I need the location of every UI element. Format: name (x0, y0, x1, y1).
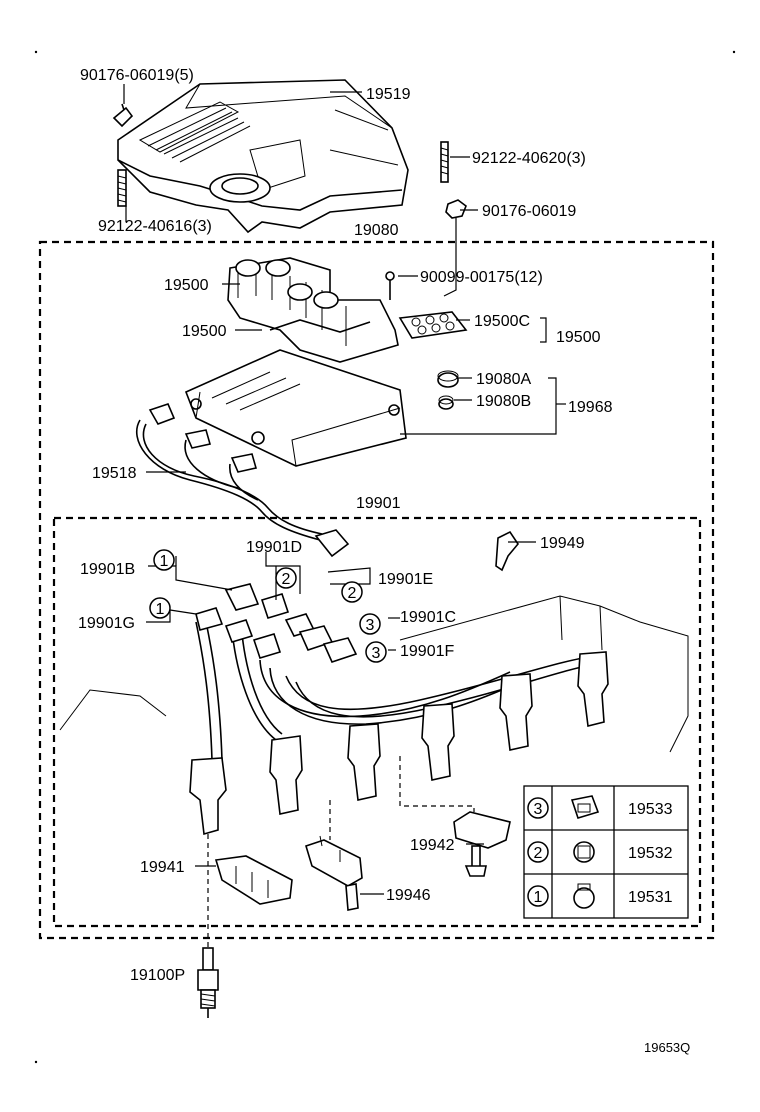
label-19901c: 19901C (400, 609, 456, 626)
legend-row-3-marker: 3 (534, 801, 543, 818)
legend-row-2: 2 19532 (527, 841, 673, 863)
callout-3-top-label: 3 (366, 617, 375, 634)
label-19946: 19946 (386, 887, 431, 904)
plug-boots (189, 651, 609, 836)
callout-1-mid: 1 (149, 597, 171, 619)
label-19942: 19942 (410, 837, 455, 854)
label-90176-06019: 90176-06019 (482, 203, 576, 220)
connector-cluster (195, 583, 358, 663)
label-19519: 19519 (366, 86, 411, 103)
label-19080: 19080 (354, 222, 399, 239)
callout-1-top: 1 (153, 549, 175, 571)
engine-silhouette (59, 595, 689, 753)
connector-type-2-icon (573, 841, 595, 863)
callout-2-top-label: 2 (282, 571, 291, 588)
label-92122-40616-3: 92122-40616(3) (98, 218, 212, 235)
label-19901e: 19901E (378, 571, 433, 588)
assembly-box-19080 (38, 240, 715, 940)
callout-3-mid-label: 3 (372, 645, 381, 662)
leader-lines (123, 84, 566, 948)
label-19901g: 19901G (78, 615, 135, 632)
legend-row-1-marker: 1 (534, 889, 543, 906)
clamp-19946 (305, 835, 363, 911)
label-19901: 19901 (356, 495, 401, 512)
sensor-19949 (495, 530, 519, 572)
spark-plug-19100p (197, 947, 219, 1018)
diagram-code: 19653Q (644, 1040, 690, 1055)
legend-row-3: 3 19533 (527, 795, 673, 819)
callout-2-mid: 2 (341, 581, 363, 603)
label-92122-40620-3: 92122-40620(3) (472, 150, 586, 167)
callout-1-mid-label: 1 (156, 601, 165, 618)
stud-right (440, 141, 449, 183)
coil-gasket (398, 311, 468, 339)
label-19901b: 19901B (80, 561, 135, 578)
label-19941: 19941 (140, 859, 185, 876)
label-19518: 19518 (92, 465, 137, 482)
label-19100p: 19100P (130, 967, 185, 984)
corner-dot-top-right (732, 50, 736, 54)
legend-row-1-part: 19531 (628, 889, 673, 906)
clamp-19942 (453, 811, 511, 877)
bolt-top-left (112, 103, 134, 128)
coil-bolt (385, 271, 395, 300)
callout-2-mid-label: 2 (348, 585, 357, 602)
legend-row-2-marker: 2 (534, 845, 543, 862)
grommet-19080a (437, 370, 459, 388)
label-19500-a: 19500 (164, 277, 209, 294)
connector-type-3-icon (570, 795, 600, 819)
callout-1-top-label: 1 (160, 553, 169, 570)
ignition-coil-pack (227, 257, 399, 363)
callout-2-top: 2 (275, 567, 297, 589)
collar-19080b (438, 395, 454, 410)
callout-3-mid: 3 (365, 641, 387, 663)
label-19949: 19949 (540, 535, 585, 552)
label-19901d: 19901D (246, 539, 302, 556)
legend-row-3-part: 19533 (628, 801, 673, 818)
nut-right (445, 199, 467, 219)
connector-legend: 3 19533 2 19532 1 19531 (523, 785, 689, 919)
callout-3-top: 3 (359, 613, 381, 635)
corner-dot-top-left (34, 50, 38, 54)
stud-left (117, 169, 127, 207)
label-19080b: 19080B (476, 393, 531, 410)
label-19500-b: 19500 (182, 323, 227, 340)
engine-cover (117, 79, 409, 234)
label-90176-06019-5: 90176-06019(5) (80, 67, 194, 84)
label-19500-c: 19500 (556, 329, 601, 346)
label-19080a: 19080A (476, 371, 531, 388)
clamp-19941 (214, 855, 293, 905)
label-90099-00175-12: 90099-00175(12) (420, 269, 543, 286)
label-19901f: 19901F (400, 643, 454, 660)
label-19500c: 19500C (474, 313, 530, 330)
legend-row-1: 1 19531 (527, 883, 673, 909)
legend-row-2-part: 19532 (628, 845, 673, 862)
coil-bracket (184, 349, 407, 467)
wire-harness-19518 (135, 403, 350, 558)
connector-type-1-icon (573, 883, 595, 909)
label-19968: 19968 (568, 399, 613, 416)
corner-dot-bottom-left (34, 1060, 38, 1064)
